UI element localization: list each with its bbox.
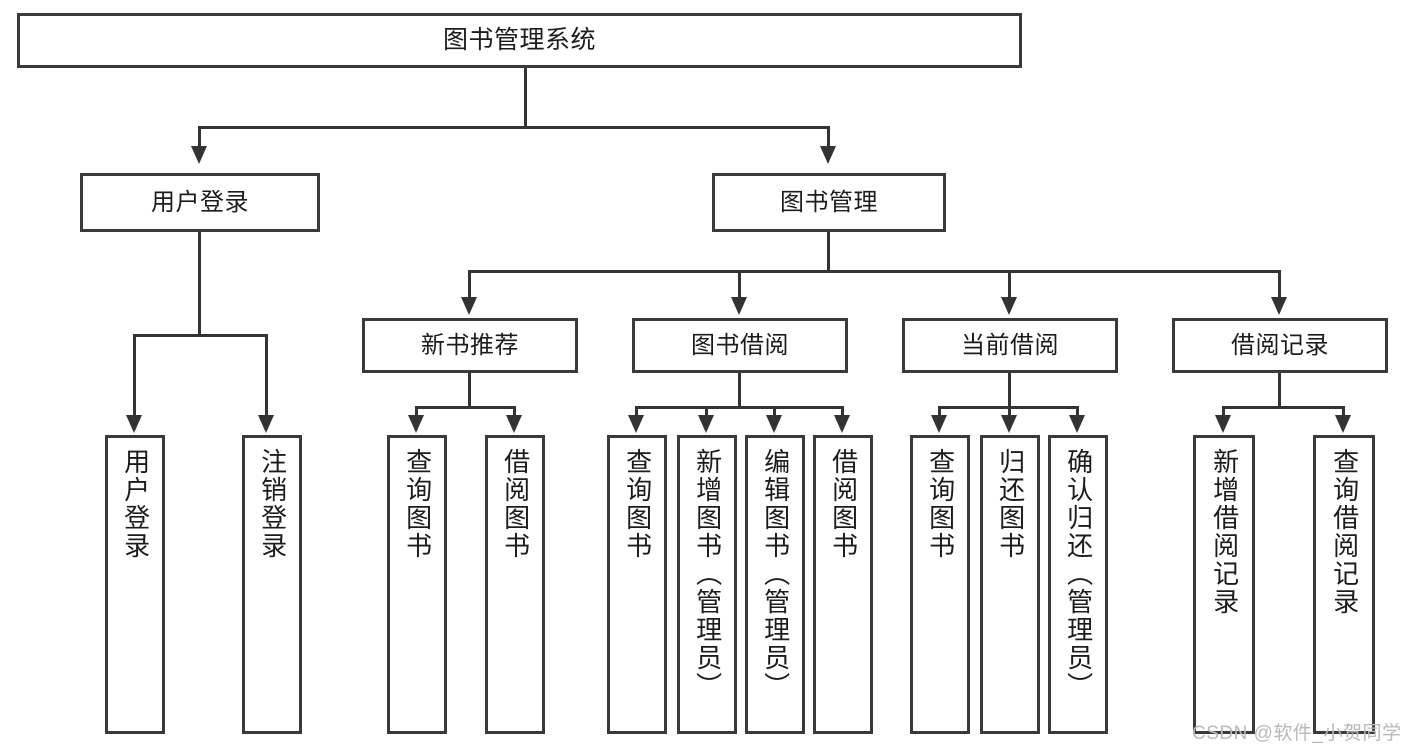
leaf-confirm-return-admin[interactable]: 确认归还（管理员） [1048,435,1108,734]
arrowhead-login-to-logout [258,415,274,433]
node-label: 借阅图书 [828,448,859,560]
node-label: 当前借阅 [961,331,1059,359]
node-label: 借阅图书 [500,448,531,560]
arrowhead-bookmgmt-to-records [1271,297,1287,315]
node-label: 查询图书 [402,448,433,560]
connector-current-stem [1008,373,1011,408]
connector-root-to-bookmgmt [827,126,830,148]
arrowhead-current-to-confirm [1069,415,1085,433]
arrowhead-borrow-to-lend [834,415,850,433]
connector-bookmgmt-stem [827,232,830,272]
leaf-query-book-newbooks[interactable]: 查询图书 [387,435,447,734]
arrowhead-current-to-return [1001,415,1017,433]
leaf-borrow-book-newbooks[interactable]: 借阅图书 [485,435,545,734]
node-label: 用户登录 [151,188,249,216]
arrowhead-root-to-login [191,146,207,164]
node-label: 归还图书 [995,448,1026,560]
node-label: 新增图书（管理员） [692,448,723,700]
node-label: 确认归还（管理员） [1063,448,1094,700]
node-borrow-records[interactable]: 借阅记录 [1172,318,1388,373]
connector-borrow-to-lend [841,406,844,418]
connector-root-to-login [198,126,201,148]
connector-login-to-user-login [133,334,136,418]
connector-borrow-bus [635,406,843,409]
connector-borrow-to-edit [773,406,776,418]
node-label: 新书推荐 [421,331,519,359]
connector-newbooks-bus [415,406,515,409]
arrowhead-newbooks-to-query [408,415,424,433]
node-label: 查询图书 [622,448,653,560]
node-label: 图书管理系统 [442,25,596,54]
node-label: 查询借阅记录 [1329,448,1360,616]
arrowhead-login-to-user-login [126,415,142,433]
connector-newbooks-stem [468,373,471,408]
arrowhead-bookmgmt-to-borrow [731,297,747,315]
node-root-system[interactable]: 图书管理系统 [17,13,1022,68]
connector-bookmgmt-to-newbooks [468,270,471,299]
connector-bookmgmt-bus [468,270,1280,273]
node-label: 新增借阅记录 [1209,448,1240,616]
connector-records-bus [1222,406,1344,409]
leaf-query-borrow-record[interactable]: 查询借阅记录 [1313,435,1375,734]
arrowhead-borrow-to-add [698,415,714,433]
arrowhead-borrow-to-query [628,415,644,433]
leaf-lend-book[interactable]: 借阅图书 [813,435,873,734]
connector-root-bus [198,126,830,129]
arrowhead-current-to-query [931,415,947,433]
leaf-add-borrow-record[interactable]: 新增借阅记录 [1193,435,1255,734]
node-label: 查询图书 [925,448,956,560]
node-current-borrow[interactable]: 当前借阅 [902,318,1118,373]
connector-current-to-query [938,406,941,418]
node-label: 用户登录 [120,448,151,560]
connector-records-stem [1278,373,1281,408]
connector-current-to-return [1008,406,1011,418]
connector-current-to-confirm [1076,406,1079,418]
connector-bookmgmt-to-records [1278,270,1281,299]
connector-root-stem [524,68,527,128]
node-user-login[interactable]: 用户登录 [80,173,320,232]
node-book-borrow[interactable]: 图书借阅 [632,318,848,373]
connector-borrow-to-query [635,406,638,418]
arrowhead-newbooks-to-borrow [506,415,522,433]
node-label: 编辑图书（管理员） [760,448,791,700]
arrowhead-records-to-add [1215,415,1231,433]
leaf-return-book[interactable]: 归还图书 [980,435,1040,734]
arrowhead-records-to-query [1335,415,1351,433]
node-book-management[interactable]: 图书管理 [712,173,946,232]
node-label: 注销登录 [257,448,288,560]
arrowhead-borrow-to-edit [766,415,782,433]
leaf-logout[interactable]: 注销登录 [242,435,302,734]
connector-login-to-logout [265,334,268,418]
connector-newbooks-to-borrow [513,406,516,418]
connector-records-to-query [1342,406,1345,418]
connector-bookmgmt-to-borrow [738,270,741,299]
node-label: 图书管理 [780,188,878,216]
connector-borrow-stem [738,373,741,408]
leaf-query-book-borrow[interactable]: 查询图书 [607,435,667,734]
arrowhead-bookmgmt-to-newbooks [461,297,477,315]
node-label: 图书借阅 [691,331,789,359]
arrowhead-bookmgmt-to-current [1001,297,1017,315]
leaf-user-login[interactable]: 用户登录 [105,435,165,734]
connector-bookmgmt-to-current [1008,270,1011,299]
connector-borrow-to-add [705,406,708,418]
connector-login-stem [198,232,201,336]
connector-records-to-add [1222,406,1225,418]
connector-login-bus [133,334,268,337]
connector-newbooks-to-query [415,406,418,418]
leaf-query-book-current[interactable]: 查询图书 [910,435,970,734]
leaf-add-book-admin[interactable]: 新增图书（管理员） [677,435,737,734]
node-label: 借阅记录 [1231,331,1329,359]
leaf-edit-book-admin[interactable]: 编辑图书（管理员） [745,435,805,734]
arrowhead-root-to-bookmgmt [820,146,836,164]
node-new-book-recommend[interactable]: 新书推荐 [362,318,578,373]
